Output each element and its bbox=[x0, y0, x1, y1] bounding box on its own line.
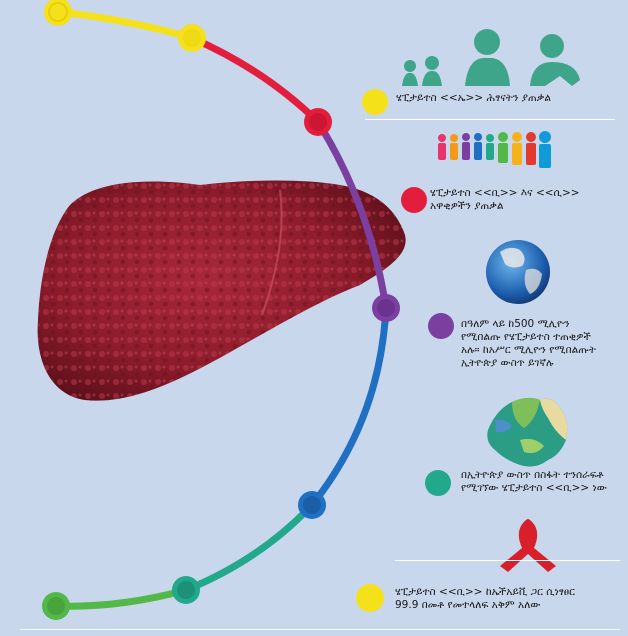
fact-text-2: ሄፒታይተስ <<ቢ>> እና <<ሲ>> አዋቂዎችን ያጠቃል bbox=[430, 187, 580, 212]
separator-line bbox=[365, 119, 615, 120]
arc-node-3 bbox=[304, 108, 332, 136]
ethiopia-map-icon bbox=[487, 397, 568, 467]
timeline-arc bbox=[54, 8, 390, 610]
fact-bullet-5 bbox=[356, 584, 384, 612]
arc-node-1 bbox=[44, 0, 72, 26]
fact-text-1: ሄፒታይተስ <<ኤ>> ሕፃናትን ያጠቃል bbox=[396, 92, 552, 104]
children-silhouettes-icon bbox=[402, 29, 580, 86]
liver-illustration bbox=[37, 180, 406, 401]
fact-bullet-4 bbox=[425, 470, 451, 496]
fact-text-3: በዓለም ላይ ከ500 ሚሊዮን የሚበልጡ የሄፒታይተስ ተጠቂዎች አሉ… bbox=[461, 318, 596, 369]
fact-bullet-3 bbox=[428, 313, 454, 339]
people-group-icon bbox=[438, 131, 551, 168]
globe-icon bbox=[486, 240, 550, 304]
arc-node-4 bbox=[372, 294, 400, 322]
fact-text-5: ሄፒታይተስ <<ቢ>> ከኤችአይቪ ጋር ሲነፃፀር 99.9 በመቶ የመ… bbox=[395, 586, 575, 611]
fact-text-4: በኢትዮጵያ ውስጥ በስፋት ተንሰራፍቶ የሚገኘው ሄፒታይተስ <<ቢ>… bbox=[461, 469, 607, 494]
arc-node-7 bbox=[42, 592, 70, 620]
arc-node-6 bbox=[172, 576, 200, 604]
fact-bullet-1 bbox=[362, 89, 388, 115]
arc-node-2 bbox=[178, 24, 206, 52]
fact-bullet-2 bbox=[401, 187, 427, 213]
separator-line bbox=[395, 560, 620, 561]
arc-node-5 bbox=[298, 491, 326, 519]
awareness-ribbon-icon bbox=[500, 519, 556, 572]
separator-line bbox=[20, 629, 620, 630]
